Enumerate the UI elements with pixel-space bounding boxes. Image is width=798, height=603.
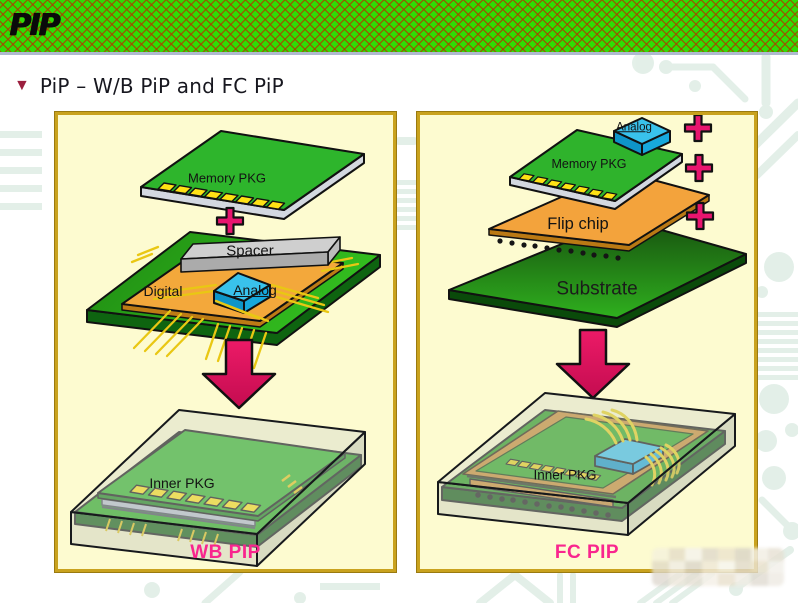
wb-pip-panel: Memory PKG Spacer Digital Analog Inner P… — [54, 111, 397, 573]
inner-pkg-board — [475, 416, 694, 489]
header-divider — [0, 52, 798, 55]
heading-text: PiP – W/B PiP and FC PiP — [39, 74, 284, 98]
solder-balls — [475, 492, 611, 518]
wb-final-package — [70, 409, 366, 567]
bond-pads — [157, 182, 286, 210]
analog-label: Analog — [233, 282, 277, 298]
page-title-logo: PIP — [9, 8, 60, 43]
analog-label: Analog — [616, 121, 652, 134]
plus-icon — [685, 201, 715, 231]
slide-heading: ▼ PiP – W/B PiP and FC PiP — [14, 74, 284, 98]
inner-pkg-pads — [129, 484, 262, 513]
mold-cap — [70, 409, 366, 567]
fc-pip-panel: Analog Memory PKG Flip chip Substrate In… — [416, 111, 758, 573]
spacer-label: Spacer — [226, 242, 274, 260]
memory-pkg-label: Memory PKG — [551, 156, 627, 171]
flip-chip-label: Flip chip — [547, 214, 609, 233]
spacer-bar — [180, 236, 341, 273]
wb-pip-caption: WB PIP — [190, 542, 261, 563]
inner-pkg-label: Inner PKG — [533, 467, 597, 483]
solder-bumps — [497, 238, 621, 261]
wb-pip-diagram — [70, 130, 381, 567]
bond-pads — [518, 173, 618, 200]
mold-cap — [437, 392, 736, 536]
substrate-pads — [105, 518, 219, 547]
bond-wires-front — [214, 299, 270, 323]
fc-pip-diagram — [437, 115, 747, 536]
substrate-board — [448, 218, 747, 328]
memory-pkg-board — [140, 130, 365, 220]
slide-header-bar: PIP — [0, 0, 798, 52]
analog-die — [613, 117, 671, 156]
digital-label: Digital — [143, 283, 183, 299]
bullet-triangle-icon: ▼ — [14, 77, 30, 94]
flip-chip-board — [488, 170, 710, 261]
fc-pip-caption: FC PIP — [554, 542, 620, 563]
memory-pkg-label: Memory PKG — [187, 170, 267, 186]
down-arrow-icon — [201, 338, 277, 410]
inner-pkg-label: Inner PKG — [149, 475, 215, 491]
down-arrow-icon — [555, 328, 631, 400]
substrate-label: Substrate — [556, 278, 638, 300]
watermark-blur — [652, 548, 784, 586]
inner-pkg-pads — [505, 458, 602, 481]
plus-icon — [215, 206, 245, 236]
plus-icon — [684, 153, 714, 183]
plus-icon — [683, 115, 713, 143]
analog-die — [213, 272, 271, 314]
fc-final-package — [437, 392, 736, 536]
